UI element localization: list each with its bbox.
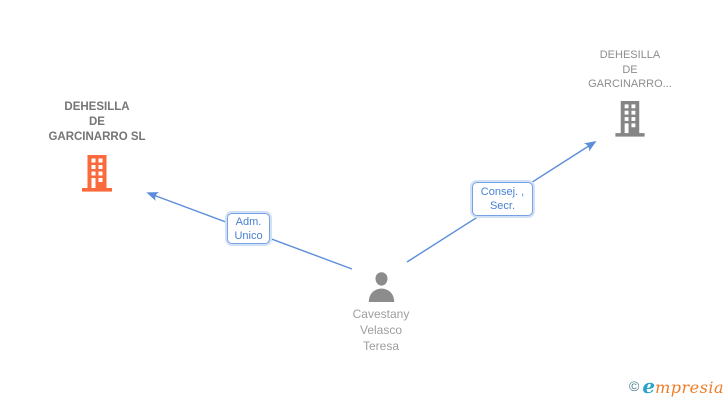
company-right-line-1: DEHESILLA (599, 49, 661, 61)
company-right-line-2: DE (622, 63, 638, 76)
company-node-left[interactable] (82, 155, 112, 192)
empresia-logo[interactable]: ©empresia (629, 374, 724, 398)
edge-label-consej-secr: Consej. , Secr. (472, 182, 533, 216)
person-line-3: Teresa (362, 339, 400, 353)
person-line-2: Velasco (359, 323, 403, 337)
person-node-label[interactable]: Cavestany Velasco Teresa (301, 306, 461, 354)
edge-label-line: Unico (234, 229, 263, 242)
edge-label-adm-unico: Adm. Unico (227, 213, 270, 244)
person-icon (366, 271, 397, 302)
logo-brand-e: e (642, 374, 656, 398)
person-line-1: Cavestany (352, 307, 410, 321)
company-node-right[interactable] (615, 101, 645, 137)
edge-label-line: Secr. (489, 200, 516, 212)
company-left-line-2: DE (89, 116, 105, 128)
building-icon (82, 155, 112, 192)
copyright-icon: © (629, 378, 640, 394)
logo-brand-rest: mpresia (655, 378, 724, 397)
company-left-line-1: DEHESILLA (64, 101, 130, 113)
edge-label-line: Adm. (235, 215, 262, 228)
edge-label-line: Consej. , (480, 186, 525, 198)
company-right-line-3: GARCINARRO... (588, 78, 672, 90)
company-node-right-label[interactable]: DEHESILLA DE GARCINARRO... (550, 48, 710, 92)
person-node[interactable] (366, 271, 397, 302)
company-left-line-3: GARCINARRO SL (48, 131, 146, 143)
company-node-left-label[interactable]: DEHESILLA DE GARCINARRO SL (17, 100, 177, 145)
building-icon (615, 101, 645, 137)
